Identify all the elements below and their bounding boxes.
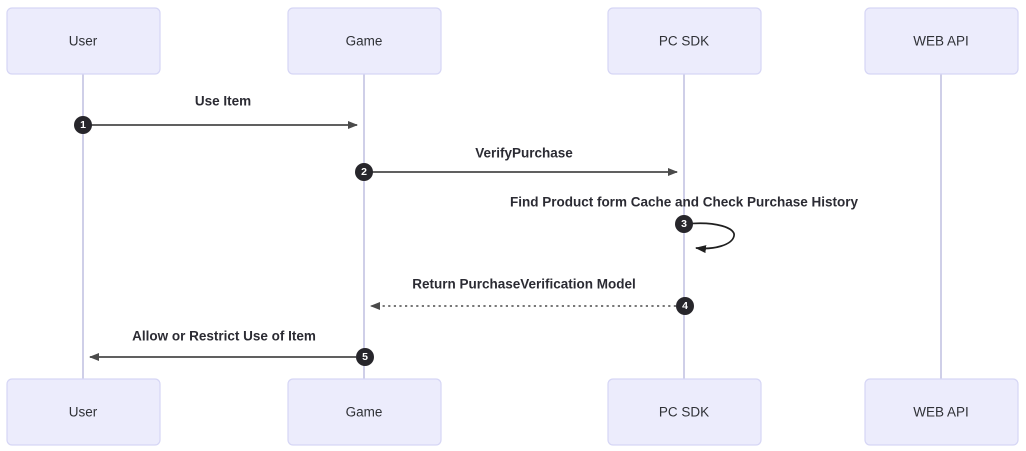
message-4-group: Return PurchaseVerification Model 4 — [370, 277, 694, 315]
message-4-label: Return PurchaseVerification Model — [412, 277, 636, 292]
message-1-marker[interactable] — [74, 116, 92, 134]
actor-box-bottom-pc-sdk[interactable] — [607, 378, 762, 446]
message-5-group: Allow or Restrict Use of Item 5 — [89, 329, 374, 366]
actor-label-bottom-pc-sdk: PC SDK — [659, 405, 709, 420]
actor-box-bottom-user[interactable] — [6, 378, 161, 446]
actor-box-top-web-api[interactable] — [864, 7, 1019, 75]
actor-boxes-bottom: User Game PC SDK WEB API — [6, 378, 1019, 446]
actor-box-bottom-web-api[interactable] — [864, 378, 1019, 446]
actor-box-top-game[interactable] — [287, 7, 442, 75]
message-2-marker[interactable] — [355, 163, 373, 181]
actor-label-top-user: User — [69, 34, 98, 49]
actor-box-top-pc-sdk[interactable] — [607, 7, 762, 75]
message-1-group: Use Item 1 — [74, 94, 358, 134]
message-2-number: 2 — [361, 166, 367, 178]
actor-box-top-user[interactable] — [6, 7, 161, 75]
actor-label-top-web-api: WEB API — [913, 34, 969, 49]
actor-label-bottom-web-api: WEB API — [913, 405, 969, 420]
message-3-number: 3 — [681, 218, 687, 230]
message-4-number: 4 — [682, 300, 688, 312]
message-1-label: Use Item — [195, 94, 251, 109]
actor-box-bottom-game[interactable] — [287, 378, 442, 446]
message-2-group: VerifyPurchase 2 — [355, 146, 678, 181]
message-1-number: 1 — [80, 119, 86, 131]
message-5-marker[interactable] — [356, 348, 374, 366]
message-2-label: VerifyPurchase — [475, 146, 573, 161]
message-3-self-loop-arrow — [685, 222, 735, 254]
actor-label-bottom-game: Game — [346, 405, 383, 420]
message-3-label: Find Product form Cache and Check Purcha… — [510, 195, 859, 210]
message-4-marker[interactable] — [676, 297, 694, 315]
message-5-number: 5 — [362, 351, 368, 363]
actor-label-top-game: Game — [346, 34, 383, 49]
message-3-marker[interactable] — [675, 215, 693, 233]
actor-boxes-top: User Game PC SDK WEB API — [6, 7, 1019, 75]
actor-label-bottom-user: User — [69, 405, 98, 420]
message-3-group: Find Product form Cache and Check Purcha… — [510, 195, 859, 254]
message-5-label: Allow or Restrict Use of Item — [132, 329, 316, 344]
actor-label-top-pc-sdk: PC SDK — [659, 34, 709, 49]
